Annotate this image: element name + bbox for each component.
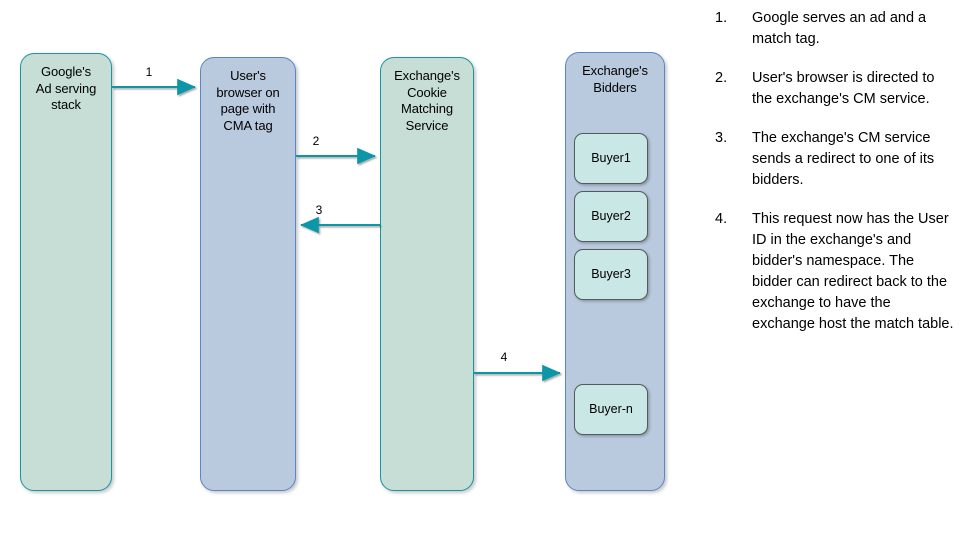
arrow-4-label: 4 [500,350,508,364]
legend-item-2: 2. User's browser is directed to the exc… [706,68,954,110]
legend-item-4: 4. This request now has the User ID in t… [706,209,954,335]
node-user-browser[interactable]: User's browser on page with CMA tag [200,57,296,491]
node-google-ad-serving-stack[interactable]: Google's Ad serving stack [20,53,112,491]
arrow-3-label: 3 [315,203,323,217]
legend-item-2-number: 2. [715,70,728,86]
steps-legend: 1. Google serves an ad and a match tag. … [706,8,954,353]
legend-item-3: 3. The exchange's CM service sends a red… [706,128,954,191]
legend-item-1-number: 1. [715,10,728,26]
arrow-2-label: 2 [312,134,320,148]
legend-item-2-text: User's browser is directed to the exchan… [752,70,935,107]
arrow-1-label: 1 [145,65,153,79]
legend-item-3-text: The exchange's CM service sends a redire… [752,130,935,188]
legend-item-4-text: This request now has the User ID in the … [752,211,954,332]
flow-diagram: Google's Ad serving stack User's browser… [20,52,665,491]
bidder-buyer1[interactable]: Buyer1 [574,133,648,184]
bidder-buyer2[interactable]: Buyer2 [574,191,648,242]
legend-item-1: 1. Google serves an ad and a match tag. [706,8,954,50]
legend-item-3-number: 3. [715,130,728,146]
node-exchange-cookie-matching-service[interactable]: Exchange's Cookie Matching Service [380,57,474,491]
bidder-buyer3[interactable]: Buyer3 [574,249,648,300]
legend-item-4-number: 4. [715,211,728,227]
bidder-buyer-n[interactable]: Buyer-n [574,384,648,435]
legend-item-1-text: Google serves an ad and a match tag. [752,10,927,47]
